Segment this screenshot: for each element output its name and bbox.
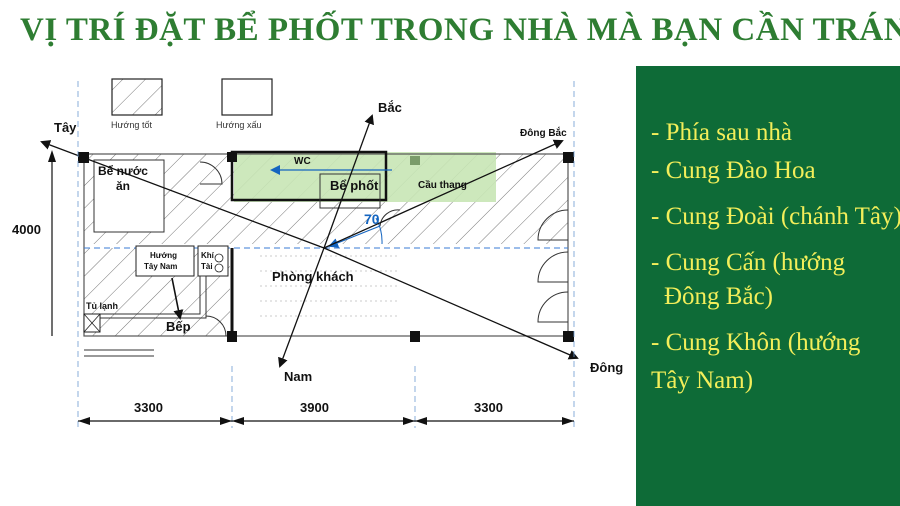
avoid-list-panel: - Phía sau nhà - Cung Đào Hoa - Cung Đoà… bbox=[636, 66, 900, 506]
angle-arrow bbox=[328, 225, 381, 248]
north-line bbox=[323, 114, 374, 249]
south-line bbox=[278, 247, 325, 368]
avoid-item-4-line-1: - Cung Cấn (hướng bbox=[651, 249, 846, 276]
west-label: Tây bbox=[54, 120, 77, 135]
north-label: Bắc bbox=[378, 100, 402, 115]
northeast-line bbox=[323, 139, 564, 249]
water-tank-label-1: Bể nước bbox=[98, 164, 148, 178]
kitchen-arrow bbox=[171, 277, 184, 320]
water-tank-label-2: ăn bbox=[116, 179, 130, 193]
avoid-item-3: - Cung Đoài (chánh Tây) bbox=[651, 203, 900, 230]
water-tank-box bbox=[93, 159, 165, 233]
stair-marker bbox=[410, 156, 420, 165]
stairs-label: Cầu thang bbox=[418, 179, 467, 191]
west-line bbox=[40, 140, 325, 249]
house-outline bbox=[83, 153, 569, 337]
avoid-item-1: - Phía sau nhà bbox=[651, 119, 792, 146]
gas-label-2: Tài bbox=[201, 262, 213, 271]
angle-arc bbox=[375, 217, 383, 245]
wc-stairs-band bbox=[234, 152, 496, 202]
stair-lines bbox=[260, 255, 400, 317]
floor-plan: Hướng tốt Hướng xấu bbox=[0, 66, 636, 506]
direction-lines bbox=[40, 114, 579, 368]
legend-bad-label: Hướng xấu bbox=[216, 120, 261, 130]
avoid-item-2: - Cung Đào Hoa bbox=[651, 157, 816, 184]
grid-lines bbox=[77, 81, 575, 428]
width-dimension-2: 3900 bbox=[300, 400, 329, 415]
northeast-label: Đông Bắc bbox=[520, 126, 567, 139]
floor-plan-drawing: Hướng tốt Hướng xấu bbox=[12, 78, 623, 428]
doors bbox=[199, 161, 569, 337]
gas-stove-box bbox=[197, 245, 229, 277]
legend: Hướng tốt Hướng xấu bbox=[111, 78, 273, 130]
southwest-box bbox=[135, 245, 195, 277]
legend-good-swatch bbox=[111, 78, 163, 116]
septic-label: Bể phốt bbox=[330, 178, 379, 193]
page-title: VỊ TRÍ ĐẶT BỂ PHỐT TRONG NHÀ MÀ BẠN CẦN … bbox=[20, 12, 900, 48]
height-dimension: 4000 bbox=[12, 222, 41, 237]
width-dimension-1: 3300 bbox=[134, 400, 163, 415]
avoid-item-5-line-2: Tây Nam) bbox=[651, 367, 754, 394]
southwest-label-1: Hướng bbox=[150, 251, 177, 260]
width-dimension-3: 3300 bbox=[474, 400, 503, 415]
legend-bad-swatch bbox=[221, 78, 273, 116]
east-label: Đông bbox=[590, 360, 623, 375]
wc-label: WC bbox=[294, 156, 311, 167]
angle-label: 70 bbox=[364, 211, 380, 227]
dimension-lines bbox=[48, 150, 574, 425]
gas-label-1: Khí bbox=[201, 251, 215, 260]
avoid-item-4-line-2: Đông Bắc) bbox=[664, 283, 773, 310]
kitchen-label: Bếp bbox=[166, 319, 191, 334]
title-bar: VỊ TRÍ ĐẶT BỂ PHỐT TRONG NHÀ MÀ BẠN CẦN … bbox=[0, 0, 900, 64]
living-room-label: Phòng khách bbox=[272, 269, 354, 284]
legend-good-label: Hướng tốt bbox=[111, 120, 152, 130]
wc-box bbox=[230, 150, 388, 202]
avoid-item-5-line-1: - Cung Khôn (hướng bbox=[651, 329, 861, 356]
southwest-label-2: Tây Nam bbox=[144, 262, 177, 271]
septic-box bbox=[319, 173, 381, 209]
east-line bbox=[323, 247, 579, 360]
fridge-label: Tủ lạnh bbox=[86, 301, 118, 311]
south-label: Nam bbox=[284, 369, 312, 384]
